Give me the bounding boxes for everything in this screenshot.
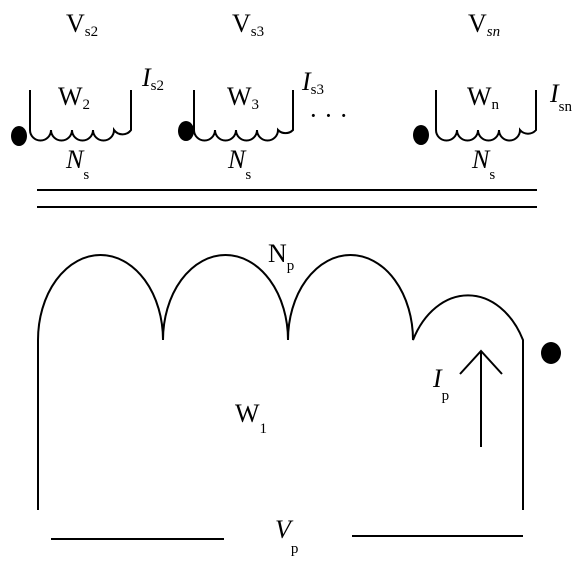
secondary-turns-label-n: Ns bbox=[471, 145, 495, 183]
secondary-winding-label-3: W3 bbox=[227, 82, 259, 113]
secondary-coil-3 bbox=[193, 90, 294, 142]
primary-winding: Np W1 Ip Vp bbox=[37, 239, 561, 557]
secondary-voltage-label-3: Vs3 bbox=[232, 9, 264, 40]
primary-coil bbox=[37, 254, 524, 510]
secondary-current-label-3: Is3 bbox=[301, 67, 324, 98]
secondary-winding-n: Vsn Wn Isn Ns bbox=[413, 9, 573, 183]
secondary-turns-label-2: Ns bbox=[65, 145, 89, 183]
secondary-current-label-2: Is2 bbox=[141, 63, 164, 94]
primary-turns-label: Np bbox=[268, 239, 294, 274]
secondary-coil-2 bbox=[29, 90, 132, 142]
primary-current-label: Ip bbox=[432, 364, 449, 404]
polarity-dot-primary bbox=[541, 342, 561, 364]
secondary-voltage-label-2: Vs2 bbox=[66, 9, 98, 40]
ellipsis: · · · bbox=[309, 101, 348, 130]
polarity-dot-secondary-n bbox=[413, 125, 429, 145]
secondary-winding-label-2: W2 bbox=[58, 82, 90, 113]
secondary-current-label-n: Isn bbox=[549, 79, 573, 115]
secondary-winding-label-n: Wn bbox=[467, 82, 500, 113]
polarity-dot-secondary-2 bbox=[11, 126, 27, 146]
primary-current-arrow bbox=[459, 349, 503, 447]
secondary-coil-n bbox=[435, 90, 537, 142]
secondary-voltage-label-n: Vsn bbox=[468, 9, 500, 40]
secondary-winding-3: Vs3 W3 Is3 Ns bbox=[178, 9, 324, 183]
primary-voltage-label: Vp bbox=[275, 515, 298, 557]
polarity-dot-secondary-3 bbox=[178, 121, 194, 141]
secondary-turns-label-3: Ns bbox=[227, 145, 251, 183]
primary-winding-label: W1 bbox=[235, 399, 267, 437]
secondary-winding-2: Vs2 W2 Is2 Ns bbox=[11, 9, 164, 183]
